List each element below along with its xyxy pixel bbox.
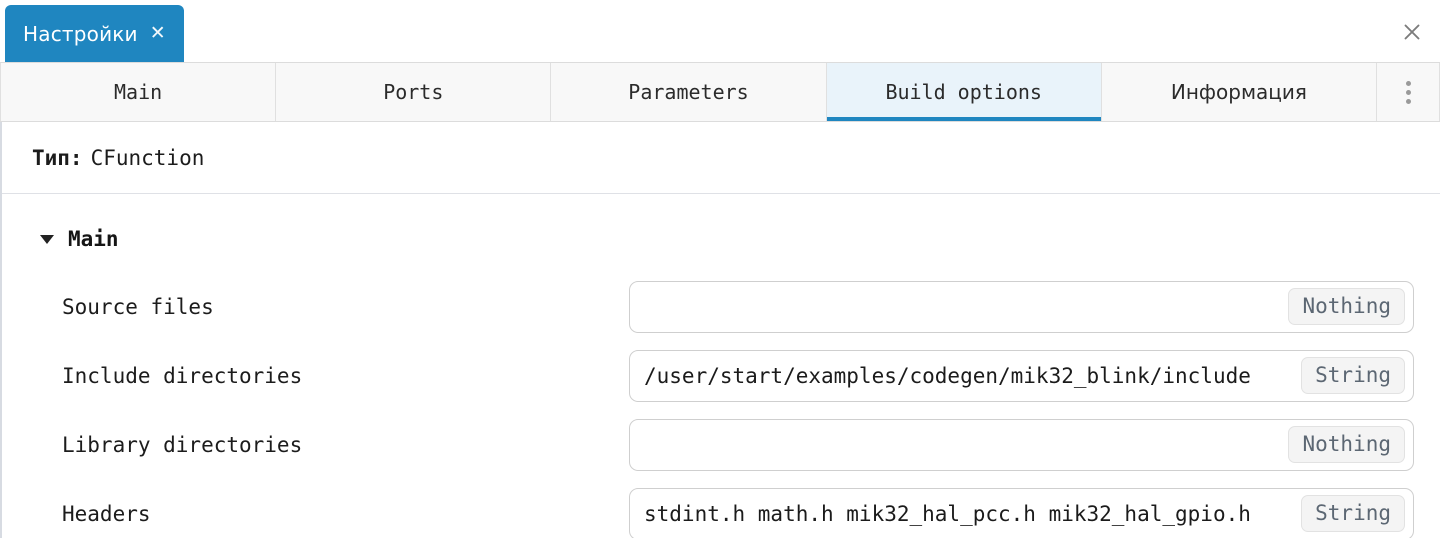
tab-informaciya-label: Информация [1170, 80, 1307, 104]
section-main-header[interactable]: Main [2, 218, 1440, 260]
field-list: Source files Nothing Include directories… [2, 272, 1440, 538]
field-row-include-directories: Include directories /user/start/examples… [2, 341, 1440, 410]
field-input-include-directories[interactable]: /user/start/examples/codegen/mik32_blink… [629, 349, 1414, 402]
field-value-include-directories: /user/start/examples/codegen/mik32_blink… [644, 363, 1251, 388]
kebab-dots [1405, 80, 1411, 104]
tab-parameters[interactable]: Parameters [551, 63, 827, 121]
tab-informaciya[interactable]: Информация [1101, 63, 1378, 121]
type-value: CFunction [90, 145, 205, 170]
kebab-menu-icon[interactable] [1377, 63, 1440, 121]
field-input-headers[interactable]: stdint.h math.h mik32_hal_pcc.h mik32_ha… [629, 487, 1414, 538]
settings-content: Тип: CFunction Main Source files Nothing… [0, 122, 1440, 538]
document-tab-label: Настройки [23, 21, 138, 46]
document-tab-settings[interactable]: Настройки ✕ [5, 5, 184, 62]
section-main-title: Main [68, 227, 119, 251]
chevron-down-icon[interactable] [40, 234, 54, 244]
field-row-headers: Headers stdint.h math.h mik32_hal_pcc.h … [2, 479, 1440, 538]
field-input-library-directories[interactable]: Nothing [629, 418, 1414, 471]
type-label: Тип: [32, 145, 83, 170]
tab-build-options[interactable]: Build options [826, 63, 1102, 121]
titlebar: Настройки ✕ [0, 0, 1440, 62]
field-type-badge-library-directories[interactable]: Nothing [1288, 426, 1405, 463]
tab-parameters-label: Parameters [628, 80, 749, 104]
type-row: Тип: CFunction [2, 122, 1440, 194]
window-close-icon[interactable] [1398, 18, 1426, 46]
section-main: Main Source files Nothing Include direct… [2, 194, 1440, 538]
field-type-badge-source-files[interactable]: Nothing [1288, 288, 1405, 325]
tabbar: Main Ports Parameters Build options Инфо… [0, 62, 1440, 122]
field-label-source-files: Source files [62, 294, 214, 319]
field-type-badge-include-directories[interactable]: String [1301, 357, 1405, 394]
tab-main-label: Main [114, 80, 163, 104]
field-label-include-directories: Include directories [62, 363, 303, 388]
field-row-library-directories: Library directories Nothing [2, 410, 1440, 479]
tab-build-options-label: Build options [885, 80, 1042, 104]
tab-main[interactable]: Main [0, 63, 277, 121]
field-input-source-files[interactable]: Nothing [629, 280, 1414, 333]
field-value-headers: stdint.h math.h mik32_hal_pcc.h mik32_ha… [644, 501, 1251, 526]
field-row-source-files: Source files Nothing [2, 272, 1440, 341]
field-type-badge-headers[interactable]: String [1301, 495, 1405, 532]
field-label-headers: Headers [62, 501, 151, 526]
tab-ports-label: Ports [383, 80, 444, 104]
tab-ports[interactable]: Ports [276, 63, 552, 121]
field-label-library-directories: Library directories [62, 432, 303, 457]
close-icon[interactable]: ✕ [149, 22, 166, 44]
